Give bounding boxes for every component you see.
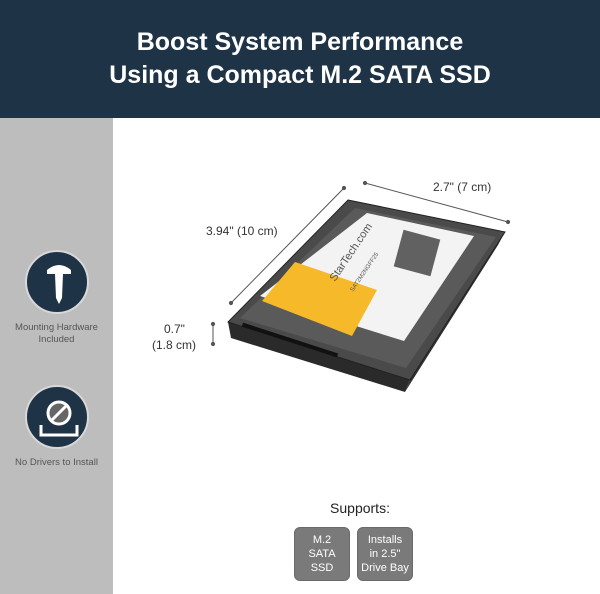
width-dimension: 2.7" (7 cm): [433, 180, 492, 194]
headline-line-1: Boost System Performance: [136, 28, 464, 56]
ssd-side: [228, 322, 410, 392]
badge-text: M.2: [312, 534, 332, 546]
supports-title: Supports:: [330, 500, 390, 516]
label-yellow-area: [262, 262, 377, 336]
badge-text: SSD: [310, 562, 334, 574]
badge-text: Installs: [367, 534, 403, 546]
feature-mounting-hardware: Mounting Hardware Included: [0, 250, 113, 346]
feature-label: Included: [38, 334, 75, 345]
supports-badge-m2-sata: M.2 SATA SSD: [294, 527, 350, 581]
length-dimension: 3.94" (10 cm): [206, 224, 278, 238]
headline-line-2: Using a Compact M.2 SATA SSD: [109, 61, 491, 89]
badge-text: Drive Bay: [361, 562, 409, 574]
feature-sidebar: [0, 118, 113, 594]
length-dimension-line: [230, 187, 345, 304]
screw-icon: [24, 250, 89, 314]
badge-text: in 2.5": [369, 548, 401, 560]
supports-badge-drive-bay: Installs in 2.5" Drive Bay: [357, 527, 413, 581]
feature-label: Mounting Hardware: [15, 322, 98, 333]
no-drivers-icon: [24, 385, 89, 449]
header-banner: Boost System Performance Using a Compact…: [0, 0, 600, 118]
qr-code: [393, 229, 441, 277]
feature-no-drivers: No Drivers to Install: [0, 385, 113, 469]
height-dimension-metric: (1.8 cm): [152, 338, 197, 352]
height-dimension-value: 0.7": [164, 322, 185, 336]
badge-text: SATA: [308, 548, 336, 560]
feature-label: No Drivers to Install: [15, 457, 98, 468]
width-dimension-line: [364, 182, 509, 223]
